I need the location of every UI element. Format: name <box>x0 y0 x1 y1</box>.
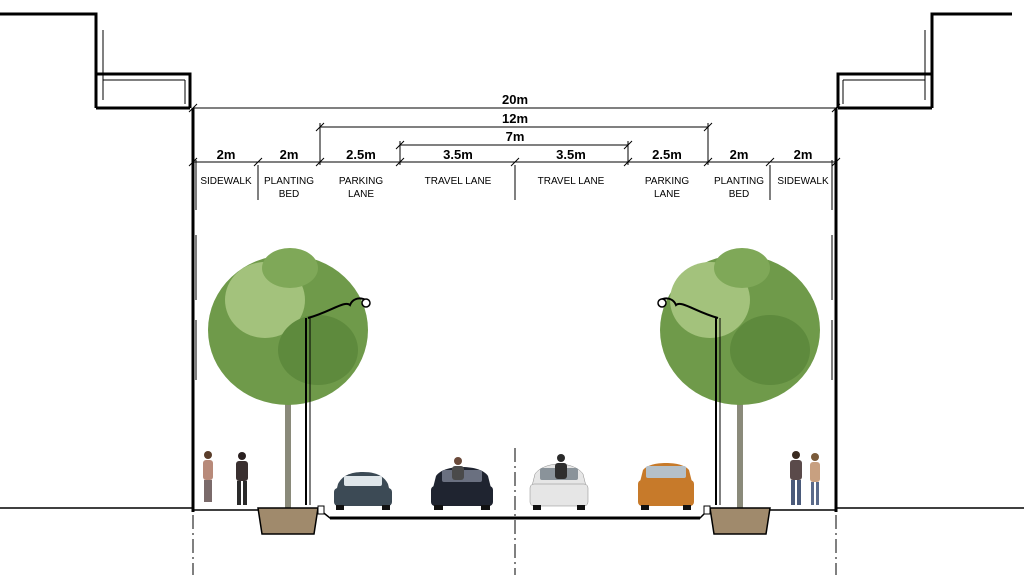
zone-label-parking-right-2: LANE <box>654 189 680 200</box>
zone-label-travel-left: TRAVEL LANE <box>425 176 492 187</box>
planter-right <box>709 507 771 535</box>
dimension-label-curb-to-curb: 12m <box>502 111 528 126</box>
zone-label-sidewalk-right: SIDEWALK <box>777 176 829 187</box>
planter-left <box>257 507 319 535</box>
zone-width-parking-right: 2.5m <box>652 147 682 162</box>
pedestrian-left-1 <box>203 451 213 502</box>
right-building <box>831 12 1012 512</box>
car-parked-right <box>638 463 694 510</box>
dimension-curb-to-curb <box>315 122 713 165</box>
dimension-label-total: 20m <box>502 92 528 107</box>
car-travel-left <box>431 457 493 510</box>
zone-width-planting-left: 2m <box>280 147 299 162</box>
zone-width-sidewalk-left: 2m <box>217 147 236 162</box>
dimension-total <box>188 103 841 113</box>
zone-width-sidewalk-right: 2m <box>794 147 813 162</box>
zone-label-parking-right-1: PARKING <box>645 176 689 187</box>
zone-label-parking-left-1: PARKING <box>339 176 383 187</box>
pedestrian-right-2 <box>810 453 820 505</box>
zone-label-sidewalk-left: SIDEWALK <box>200 176 252 187</box>
roadway <box>317 505 711 520</box>
zone-label-parking-left-2: LANE <box>348 189 374 200</box>
car-travel-right <box>529 454 589 510</box>
zone-label-planting-left-1: PLANTING <box>264 176 314 187</box>
street-light-left <box>305 297 371 505</box>
car-parked-left <box>334 472 392 510</box>
tree-right <box>660 248 820 508</box>
zone-width-travel-right: 3.5m <box>556 147 586 162</box>
ground-line <box>0 507 1024 511</box>
zone-width-planting-right: 2m <box>730 147 749 162</box>
reference-lines <box>192 448 837 575</box>
zone-width-parking-left: 2.5m <box>346 147 376 162</box>
dimension-label-travel-way: 7m <box>506 129 525 144</box>
pedestrian-left-2 <box>236 452 248 505</box>
street-light-right <box>657 297 721 505</box>
zone-label-planting-right-2: BED <box>729 189 750 200</box>
dimension-travel-way <box>395 140 633 165</box>
zone-label-planting-right-1: PLANTING <box>714 176 764 187</box>
zone-width-travel-left: 3.5m <box>443 147 473 162</box>
dimension-zones <box>188 157 841 200</box>
zone-label-planting-left-2: BED <box>279 189 300 200</box>
pedestrian-right-1 <box>790 451 802 505</box>
left-building <box>0 12 197 512</box>
tree-left <box>208 248 368 508</box>
zone-label-travel-right: TRAVEL LANE <box>538 176 605 187</box>
